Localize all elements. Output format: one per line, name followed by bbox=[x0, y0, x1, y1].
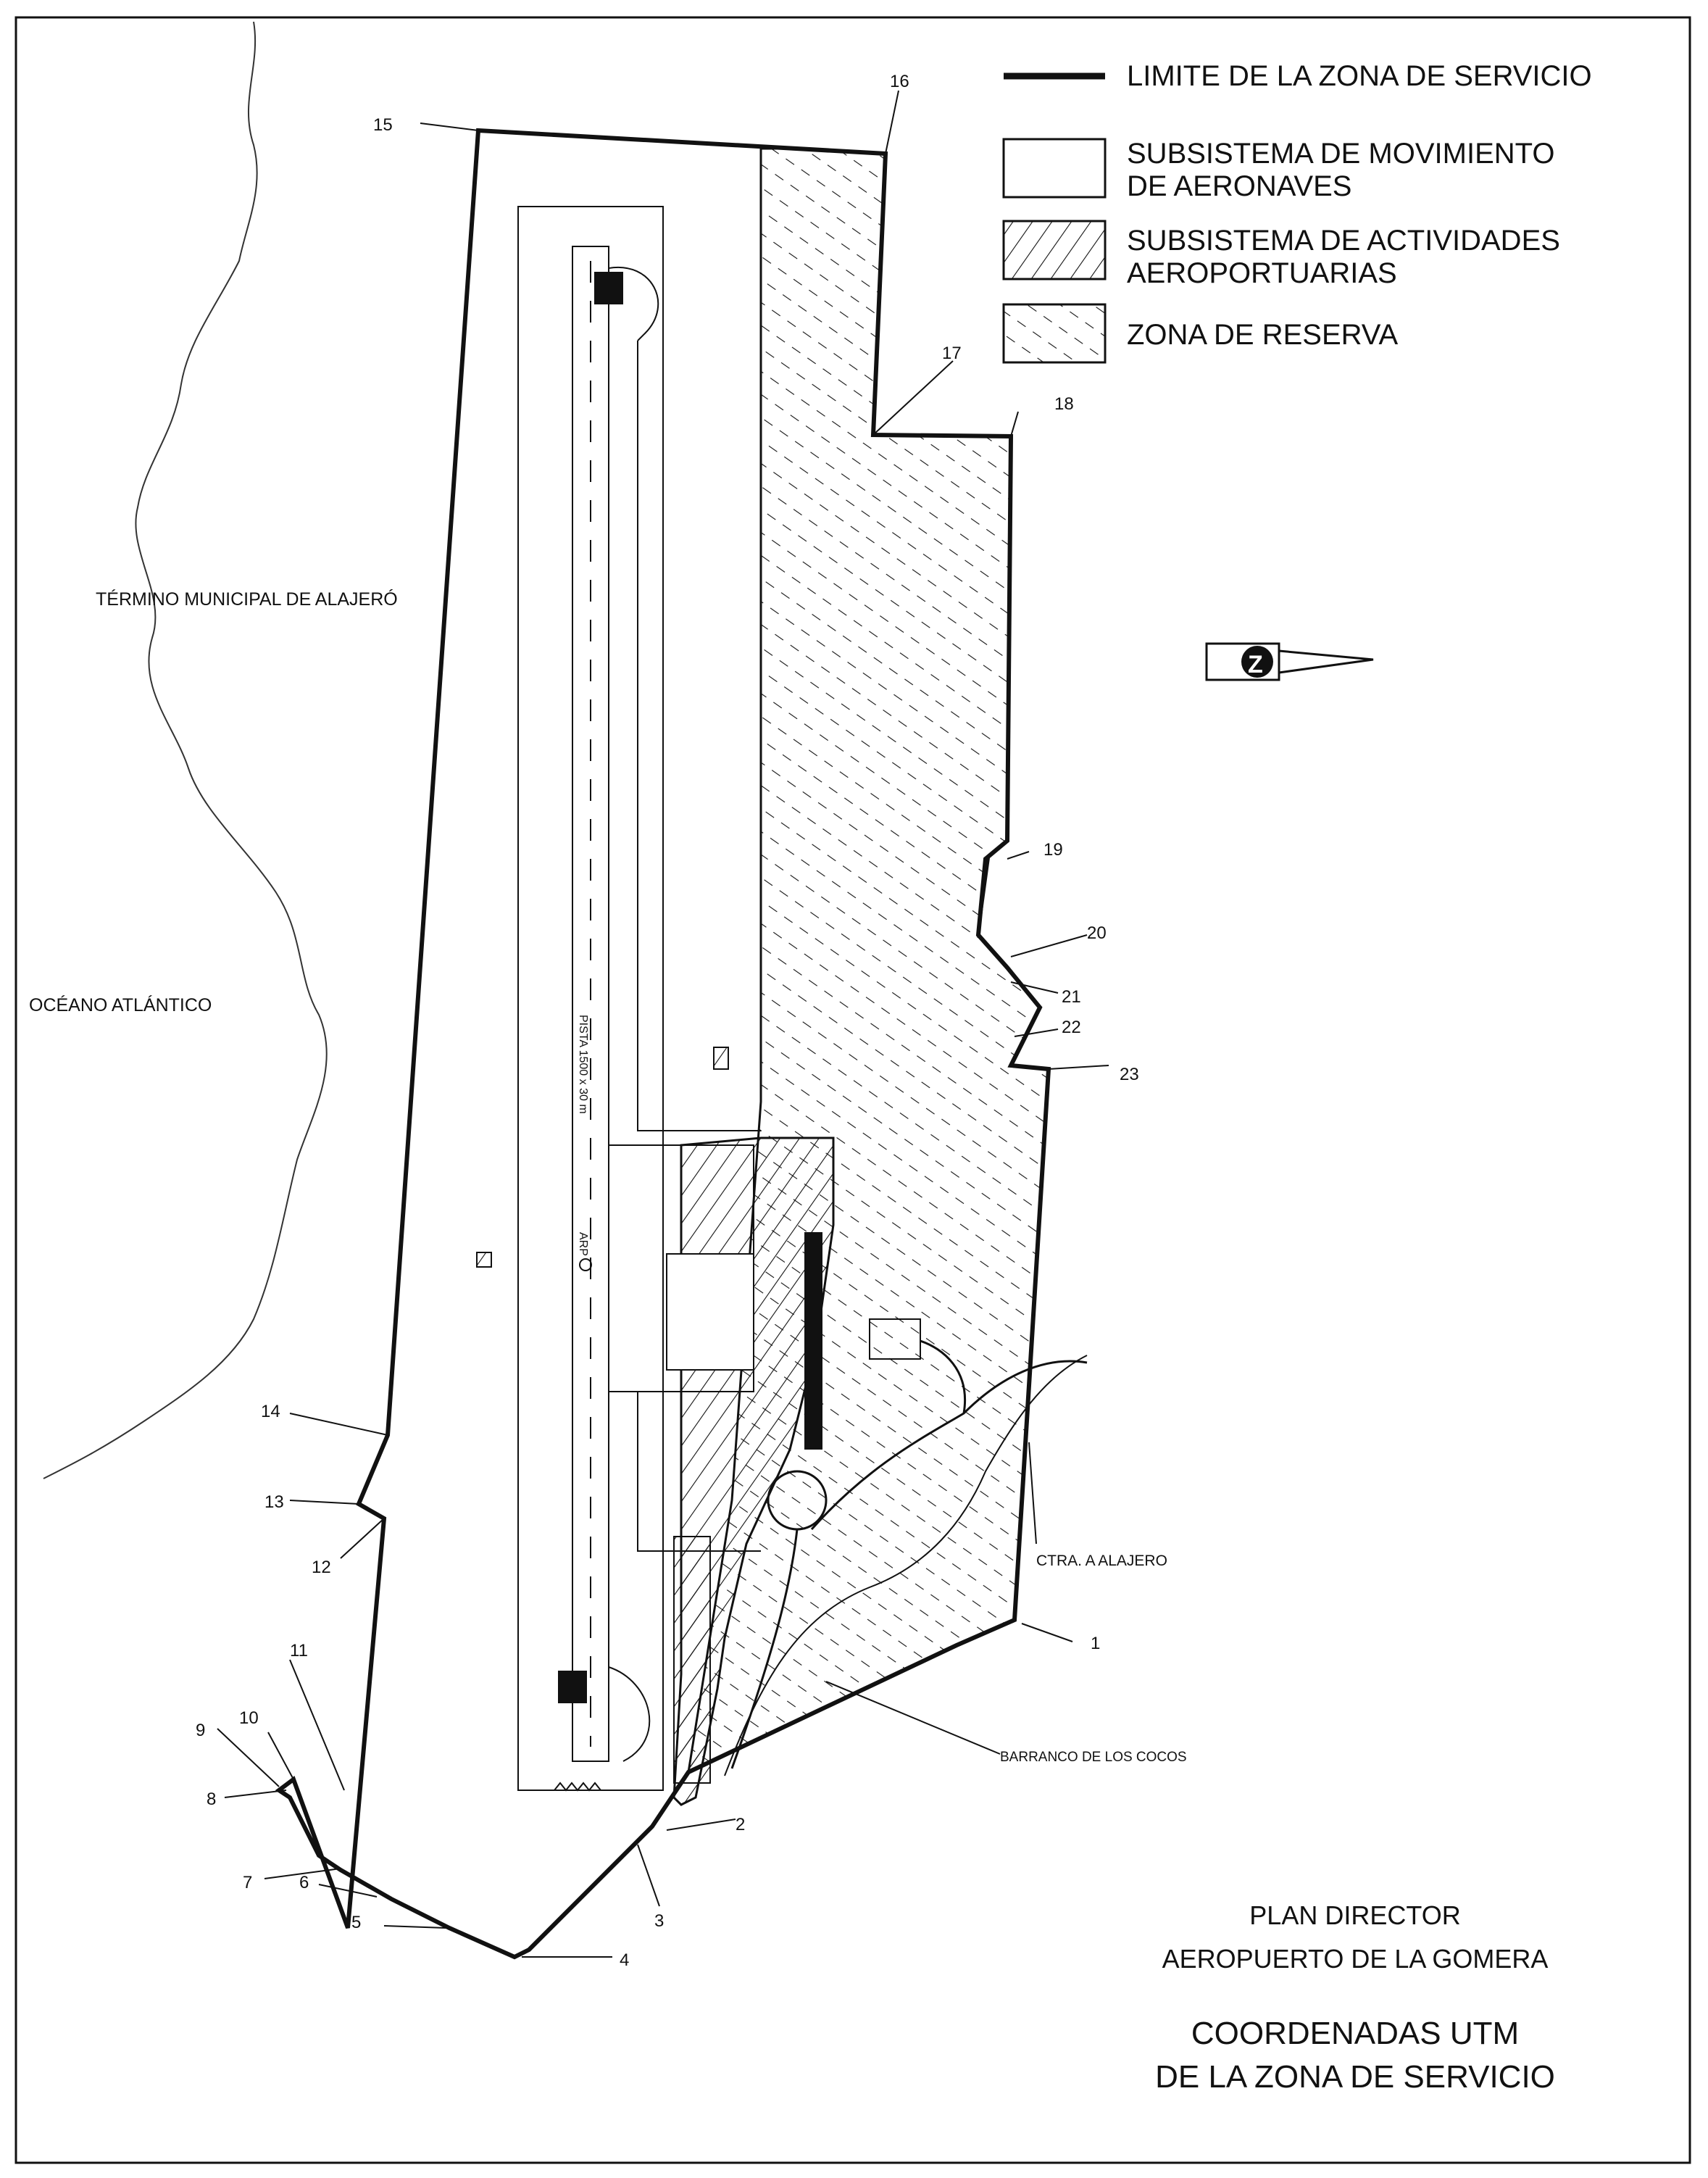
coastline bbox=[43, 21, 328, 1479]
municipality-label: TÉRMINO MUNICIPAL DE ALAJERÓ bbox=[96, 589, 398, 610]
point-11: 11 bbox=[290, 1641, 308, 1660]
legend-reserve-swatch bbox=[1002, 303, 1107, 364]
point-23: 23 bbox=[1120, 1065, 1139, 1084]
map-frame bbox=[14, 16, 1691, 2164]
title-line-1: PLAN DIRECTOR bbox=[1249, 1900, 1460, 1930]
ravine-label: BARRANCO DE LOS COCOS bbox=[1000, 1750, 1187, 1765]
legend-reserve-label: ZONA DE RESERVA bbox=[1127, 319, 1399, 351]
legend-activities-label-2: AEROPORTUARIAS bbox=[1127, 257, 1397, 289]
point-leaders bbox=[217, 90, 1109, 1958]
runway-end-south bbox=[558, 1671, 587, 1703]
point-labels: 1 2 3 4 5 6 7 8 9 10 11 12 13 14 15 16 1… bbox=[196, 72, 1139, 1970]
point-7: 7 bbox=[243, 1873, 252, 1892]
point-9: 9 bbox=[196, 1721, 205, 1740]
ravine-leader bbox=[825, 1681, 1001, 1755]
legend-movement-label-2: DE AERONAVES bbox=[1127, 170, 1351, 202]
legend-boundary-label: LIMITE DE LA ZONA DE SERVICIO bbox=[1127, 60, 1592, 92]
radar-building bbox=[869, 1318, 921, 1360]
title-line-4: DE LA ZONA DE SERVICIO bbox=[1155, 2059, 1555, 2095]
point-2: 2 bbox=[736, 1815, 745, 1834]
point-5: 5 bbox=[351, 1913, 361, 1932]
runway-end-zigzag bbox=[554, 1782, 601, 1792]
point-21: 21 bbox=[1062, 987, 1081, 1007]
point-4: 4 bbox=[620, 1950, 629, 1970]
point-3: 3 bbox=[654, 1911, 664, 1931]
point-20: 20 bbox=[1087, 923, 1107, 943]
road-leader bbox=[1028, 1442, 1037, 1545]
north-arrow-icon: Z bbox=[1205, 642, 1374, 681]
service-zone-boundary bbox=[275, 128, 1051, 1960]
point-14: 14 bbox=[261, 1402, 280, 1421]
road-label: CTRA. A ALAJERO bbox=[1036, 1553, 1167, 1569]
turnaround-south bbox=[608, 1666, 651, 1762]
point-16: 16 bbox=[890, 72, 909, 91]
point-12: 12 bbox=[312, 1558, 331, 1577]
legend-activities-label: SUBSISTEMA DE ACTIVIDADES bbox=[1127, 225, 1560, 257]
point-8: 8 bbox=[207, 1790, 216, 1809]
point-10: 10 bbox=[239, 1708, 259, 1728]
runway-end-north bbox=[594, 272, 623, 304]
ravine-line bbox=[724, 1355, 1088, 1776]
point-13: 13 bbox=[264, 1492, 284, 1512]
point-22: 22 bbox=[1062, 1018, 1081, 1037]
small-building bbox=[713, 1047, 729, 1070]
legend-activities-swatch bbox=[1002, 220, 1107, 280]
legend-movement-label: SUBSISTEMA DE MOVIMIENTO bbox=[1127, 138, 1554, 170]
access-road bbox=[730, 1339, 1088, 1769]
svg-text:Z: Z bbox=[1248, 651, 1263, 678]
windsock-marker bbox=[476, 1252, 492, 1268]
title-line-3: COORDENADAS UTM bbox=[1191, 2016, 1519, 2051]
point-1: 1 bbox=[1091, 1634, 1100, 1653]
legend-movement-swatch bbox=[1002, 138, 1107, 199]
turnaround-north bbox=[608, 266, 659, 341]
point-17: 17 bbox=[942, 344, 962, 363]
activities-zone-south bbox=[673, 1536, 711, 1784]
point-15: 15 bbox=[373, 115, 393, 135]
arp-label: ARP bbox=[577, 1232, 589, 1256]
runway-label: PISTA 1500 x 30 m bbox=[577, 1015, 589, 1114]
point-6: 6 bbox=[299, 1873, 309, 1892]
apron bbox=[666, 1253, 754, 1371]
terminal-building bbox=[804, 1232, 822, 1450]
point-18: 18 bbox=[1054, 394, 1074, 414]
title-line-2: AEROPUERTO DE LA GOMERA bbox=[1162, 1944, 1549, 1974]
arp-marker bbox=[579, 1258, 592, 1271]
ocean-label: OCÉANO ATLÁNTICO bbox=[29, 994, 212, 1015]
point-19: 19 bbox=[1043, 840, 1063, 860]
